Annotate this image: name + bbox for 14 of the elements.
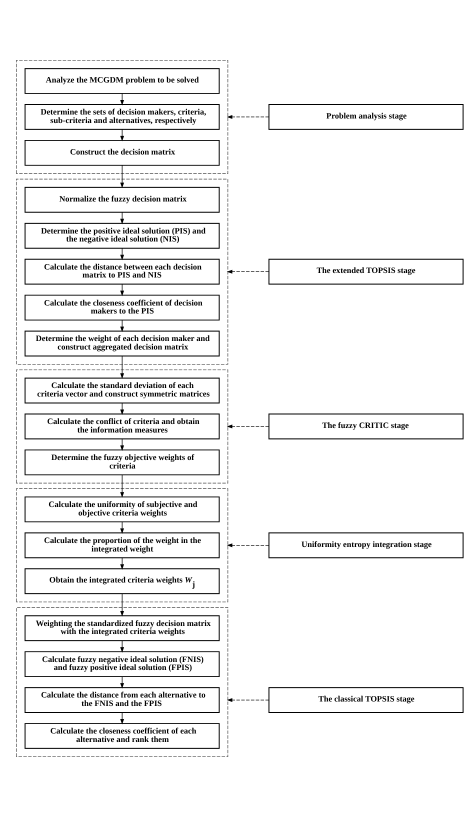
arrow bbox=[226, 115, 270, 119]
cluster bbox=[16, 178, 228, 365]
cluster bbox=[16, 60, 228, 174]
cluster bbox=[16, 369, 228, 484]
arrow bbox=[226, 270, 270, 274]
cluster bbox=[16, 607, 228, 758]
arrow bbox=[226, 543, 270, 548]
cluster bbox=[16, 488, 228, 602]
arrow bbox=[120, 165, 124, 188]
arrow bbox=[226, 424, 270, 428]
arrow bbox=[120, 356, 124, 379]
arrow bbox=[226, 698, 270, 702]
arrow bbox=[120, 474, 124, 498]
arrow bbox=[120, 594, 124, 616]
